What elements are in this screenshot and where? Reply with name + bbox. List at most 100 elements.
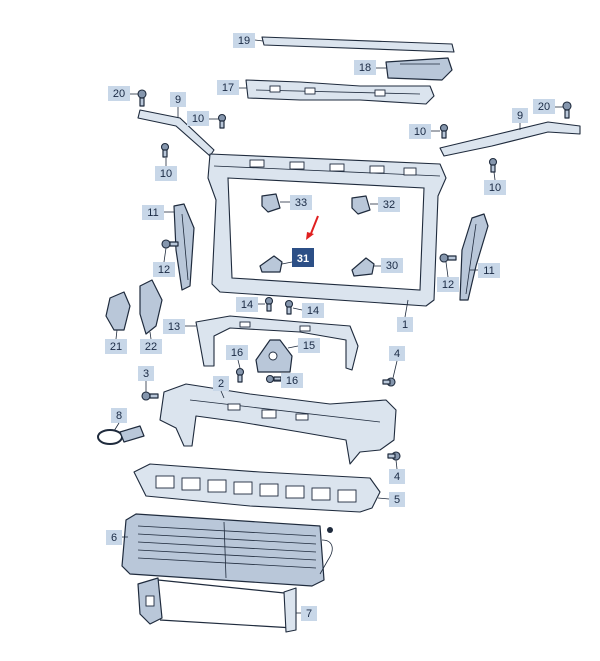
red-pointer-arrow	[306, 215, 319, 240]
callout-4-upper[interactable]: 4	[389, 346, 405, 379]
callout-13[interactable]: 13	[163, 319, 196, 334]
part-31-clip[interactable]	[259, 255, 283, 273]
svg-text:16: 16	[286, 375, 298, 387]
part-2-bumper-beam[interactable]	[159, 383, 397, 465]
part-6-air-shutter[interactable]	[121, 513, 333, 587]
callout-4-lower[interactable]: 4	[389, 459, 405, 484]
part-7-lower-frame[interactable]	[137, 577, 297, 633]
callout-21[interactable]: 21	[105, 329, 127, 354]
callout-32[interactable]: 32	[370, 197, 400, 212]
svg-text:4: 4	[394, 471, 400, 483]
svg-text:30: 30	[386, 260, 398, 272]
bolt-4-lower[interactable]	[387, 451, 401, 461]
svg-text:20: 20	[113, 88, 125, 100]
part-22-bracket[interactable]	[139, 279, 163, 335]
svg-text:15: 15	[303, 340, 315, 352]
svg-text:33: 33	[295, 197, 307, 209]
part-9-right-arm[interactable]	[439, 121, 581, 157]
callout-12-left[interactable]: 12	[153, 247, 175, 277]
callout-11-left[interactable]: 11	[142, 205, 174, 220]
callout-1[interactable]: 1	[397, 299, 413, 332]
part-17-upper-member[interactable]	[245, 79, 435, 105]
bolt-3[interactable]	[141, 391, 159, 401]
part-33-clip[interactable]	[261, 193, 281, 213]
callout-10-right-b[interactable]: 10	[484, 171, 506, 195]
callout-3[interactable]: 3	[138, 366, 154, 392]
bolt-16-right[interactable]	[265, 374, 282, 384]
callout-20-left[interactable]: 20	[108, 86, 138, 101]
svg-text:10: 10	[489, 182, 501, 194]
bolt-10-left-b[interactable]	[160, 142, 170, 158]
callout-14-left[interactable]: 14	[236, 297, 265, 312]
svg-text:5: 5	[394, 494, 400, 506]
callout-9-right[interactable]: 9	[512, 108, 528, 130]
part-13-crossbar[interactable]	[195, 315, 359, 371]
callout-33[interactable]: 33	[280, 195, 312, 210]
part-30-clip[interactable]	[351, 257, 375, 277]
svg-text:22: 22	[145, 341, 157, 353]
callout-10-left-b[interactable]: 10	[155, 158, 177, 181]
callout-30[interactable]: 30	[374, 258, 403, 273]
part-5-grille-frame[interactable]	[133, 463, 381, 513]
svg-text:14: 14	[307, 305, 319, 317]
svg-text:10: 10	[192, 113, 204, 125]
part-1-front-frame[interactable]	[207, 153, 447, 307]
callout-10-right-a[interactable]: 10	[409, 124, 440, 139]
callout-16-right[interactable]: 16	[274, 373, 303, 388]
bolt-10-right-b[interactable]	[488, 157, 498, 173]
bolt-10-right-a[interactable]	[439, 123, 449, 139]
part-11-left-bracket[interactable]	[173, 203, 195, 291]
bolt-10-left-a[interactable]	[217, 113, 227, 129]
callout-8[interactable]: 8	[111, 408, 127, 432]
part-18-bracket[interactable]	[385, 57, 453, 81]
svg-text:9: 9	[517, 110, 523, 122]
callout-20-right[interactable]: 20	[533, 99, 563, 114]
svg-text:11: 11	[483, 265, 494, 277]
svg-text:10: 10	[414, 126, 426, 138]
bolt-16-left[interactable]	[235, 367, 245, 383]
callout-12-right[interactable]: 12	[437, 261, 459, 292]
callout-15[interactable]: 15	[287, 338, 320, 353]
callout-2[interactable]: 2	[213, 376, 229, 399]
svg-text:21: 21	[110, 341, 122, 353]
svg-text:9: 9	[175, 94, 181, 106]
bolt-14-right[interactable]	[284, 299, 294, 315]
svg-text:32: 32	[383, 199, 395, 211]
svg-text:17: 17	[222, 82, 234, 94]
svg-text:2: 2	[218, 378, 224, 390]
svg-text:18: 18	[359, 62, 371, 74]
callout-11-right[interactable]: 11	[470, 263, 500, 278]
part-11-right-bracket[interactable]	[459, 213, 489, 301]
callout-14-right[interactable]: 14	[292, 303, 324, 318]
bolt-20-right[interactable]	[562, 101, 572, 119]
callout-31-highlighted[interactable]: 31	[281, 248, 314, 267]
callout-9-left[interactable]: 9	[170, 92, 186, 118]
bolt-20-left[interactable]	[137, 89, 147, 107]
part-32-clip[interactable]	[351, 195, 371, 215]
bolt-4-upper[interactable]	[382, 377, 396, 387]
part-19-strip[interactable]	[261, 36, 455, 53]
svg-text:12: 12	[442, 279, 454, 291]
part-21-bracket[interactable]	[105, 291, 131, 331]
callout-17[interactable]: 17	[217, 80, 247, 95]
callout-22[interactable]: 22	[140, 331, 162, 354]
bolt-14-left[interactable]	[264, 296, 274, 312]
callout-16-left[interactable]: 16	[226, 345, 248, 369]
callout-19[interactable]: 19	[233, 33, 264, 48]
svg-text:4: 4	[394, 348, 400, 360]
svg-text:7: 7	[306, 608, 312, 620]
bolt-12-right[interactable]	[439, 253, 457, 263]
svg-text:12: 12	[158, 264, 170, 276]
svg-text:16: 16	[231, 347, 243, 359]
part-15-latch-bracket[interactable]	[255, 339, 293, 373]
callout-7[interactable]: 7	[296, 606, 317, 621]
callout-18[interactable]: 18	[354, 60, 387, 75]
part-8-tow-eye[interactable]	[97, 425, 145, 445]
svg-text:13: 13	[168, 321, 180, 333]
svg-text:11: 11	[147, 207, 158, 219]
callout-5[interactable]: 5	[377, 492, 405, 507]
callout-10-left-a[interactable]: 10	[187, 111, 218, 126]
svg-text:14: 14	[241, 299, 253, 311]
callout-6[interactable]: 6	[106, 530, 128, 545]
